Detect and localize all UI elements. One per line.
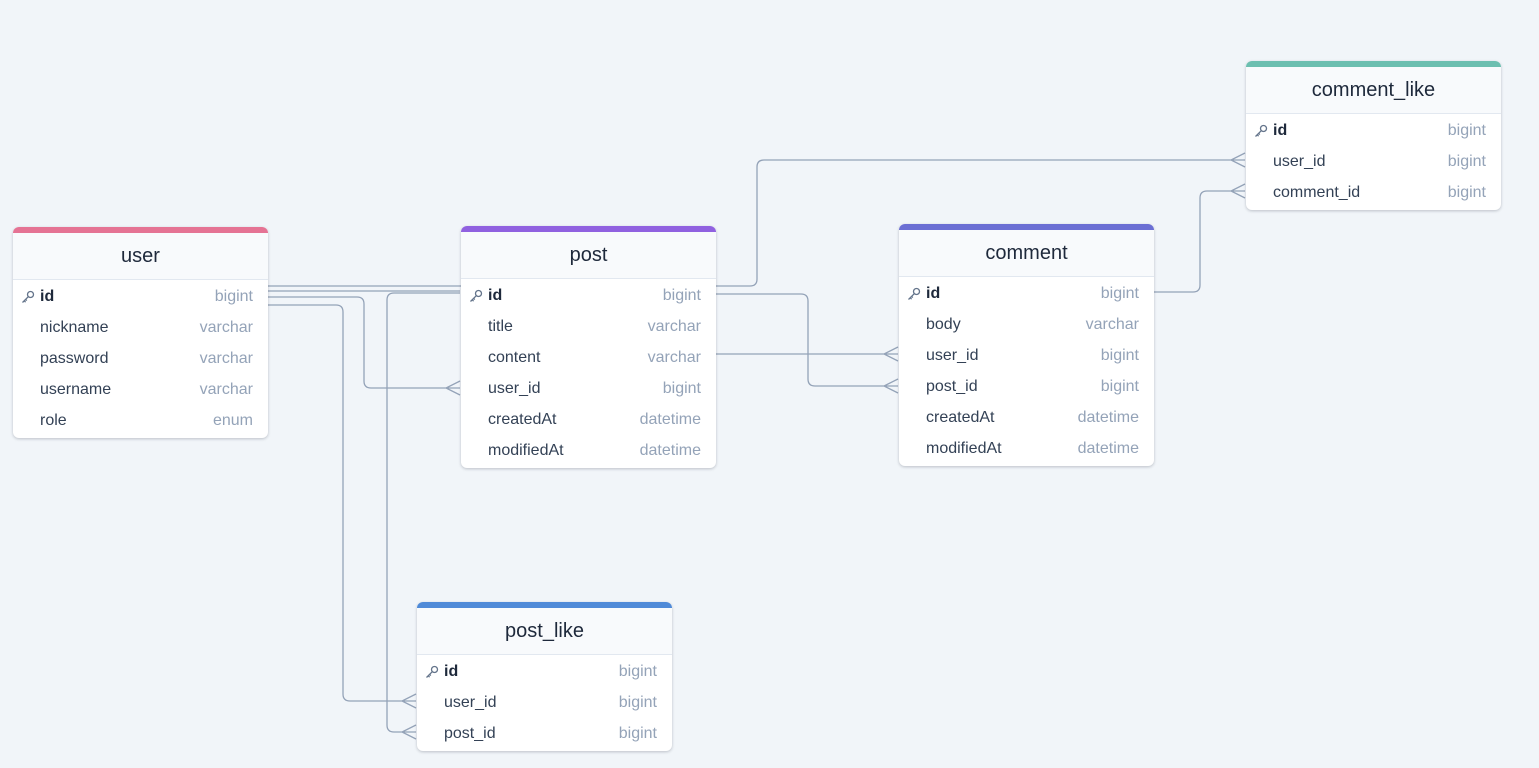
column-type: datetime — [1077, 440, 1139, 457]
column-name: modifiedAt — [926, 440, 1002, 457]
table-accent — [461, 226, 716, 232]
column-type: bigint — [214, 288, 253, 305]
column-row[interactable]: title varchar — [461, 311, 716, 342]
column-name: modifiedAt — [488, 442, 564, 459]
table-accent — [13, 227, 268, 233]
table-title[interactable]: comment — [899, 230, 1154, 277]
column-type: varchar — [1085, 316, 1139, 333]
column-type: varchar — [199, 350, 253, 367]
column-type: bigint — [1447, 184, 1486, 201]
key-icon — [1255, 124, 1268, 137]
relation-user-post-like[interactable] — [268, 304, 417, 709]
column-name: post_id — [444, 725, 496, 742]
column-row[interactable]: user_id bigint — [1246, 146, 1501, 177]
column-name: id — [926, 285, 941, 302]
column-row[interactable]: id bigint — [13, 281, 268, 312]
column-name: createdAt — [488, 411, 557, 428]
column-row[interactable]: user_id bigint — [417, 687, 672, 718]
key-icon — [908, 287, 921, 300]
column-type: datetime — [639, 411, 701, 428]
key-icon — [22, 290, 35, 303]
column-list: id bigint user_id bigint post_id bigint — [417, 655, 672, 751]
column-type: bigint — [1447, 153, 1486, 170]
column-type: bigint — [662, 380, 701, 397]
column-type: varchar — [647, 349, 701, 366]
column-list: id bigint user_id bigint comment_id bigi… — [1246, 114, 1501, 210]
column-row[interactable]: createdAt datetime — [899, 402, 1154, 433]
key-icon — [426, 665, 439, 678]
table-title[interactable]: comment_like — [1246, 67, 1501, 114]
table-user[interactable]: user id bigint nickname varchar password… — [13, 227, 268, 438]
column-row[interactable]: id bigint — [1246, 115, 1501, 146]
column-type: bigint — [618, 694, 657, 711]
table-comment[interactable]: comment id bigint body varchar user_id b… — [899, 224, 1154, 466]
column-name: createdAt — [926, 409, 995, 426]
column-type: varchar — [199, 319, 253, 336]
column-row[interactable]: id bigint — [461, 280, 716, 311]
column-row[interactable]: body varchar — [899, 309, 1154, 340]
table-accent — [417, 602, 672, 608]
table-comment-like[interactable]: comment_like id bigint user_id bigint co… — [1246, 61, 1501, 210]
column-type: enum — [212, 412, 253, 429]
column-name: id — [40, 288, 55, 305]
column-row[interactable]: content varchar — [461, 342, 716, 373]
column-name: id — [488, 287, 503, 304]
column-name: user_id — [488, 380, 541, 397]
table-post[interactable]: post id bigint title varchar content var… — [461, 226, 716, 468]
column-name: role — [40, 412, 67, 429]
column-list: id bigint title varchar content varchar … — [461, 279, 716, 468]
relation-user-post[interactable] — [268, 296, 461, 396]
column-row[interactable]: id bigint — [899, 278, 1154, 309]
table-accent — [899, 224, 1154, 230]
column-type: bigint — [618, 725, 657, 742]
column-name: user_id — [1273, 153, 1326, 170]
column-list: id bigint body varchar user_id bigint po… — [899, 277, 1154, 466]
column-type: datetime — [639, 442, 701, 459]
column-row[interactable]: user_id bigint — [461, 373, 716, 404]
column-name: user_id — [444, 694, 497, 711]
column-name: comment_id — [1273, 184, 1361, 201]
column-name: nickname — [40, 319, 109, 336]
column-name: user_id — [926, 347, 979, 364]
column-type: varchar — [647, 318, 701, 335]
column-name: post_id — [926, 378, 978, 395]
column-row[interactable]: createdAt datetime — [461, 404, 716, 435]
relation-comment-comment-like[interactable] — [1154, 183, 1246, 293]
column-row[interactable]: comment_id bigint — [1246, 177, 1501, 208]
column-type: bigint — [618, 663, 657, 680]
column-type: bigint — [662, 287, 701, 304]
column-row[interactable]: password varchar — [13, 343, 268, 374]
relation-post-comment[interactable] — [716, 293, 899, 394]
column-type: bigint — [1447, 122, 1486, 139]
column-name: body — [926, 316, 961, 333]
column-type: bigint — [1100, 285, 1139, 302]
column-row[interactable]: modifiedAt datetime — [899, 433, 1154, 464]
column-name: title — [488, 318, 513, 335]
table-post-like[interactable]: post_like id bigint user_id bigint post_… — [417, 602, 672, 751]
column-list: id bigint nickname varchar password varc… — [13, 280, 268, 438]
table-title[interactable]: post_like — [417, 608, 672, 655]
column-type: bigint — [1100, 347, 1139, 364]
column-name: username — [40, 381, 112, 398]
column-row[interactable]: user_id bigint — [899, 340, 1154, 371]
column-row[interactable]: id bigint — [417, 656, 672, 687]
column-name: id — [1273, 122, 1288, 139]
table-accent — [1246, 61, 1501, 67]
table-title[interactable]: post — [461, 232, 716, 279]
key-icon — [470, 289, 483, 302]
column-name: content — [488, 349, 541, 366]
column-row[interactable]: modifiedAt datetime — [461, 435, 716, 466]
column-type: datetime — [1077, 409, 1139, 426]
column-row[interactable]: post_id bigint — [899, 371, 1154, 402]
column-name: password — [40, 350, 109, 367]
column-type: varchar — [199, 381, 253, 398]
table-title[interactable]: user — [13, 233, 268, 280]
column-row[interactable]: nickname varchar — [13, 312, 268, 343]
column-row[interactable]: post_id bigint — [417, 718, 672, 749]
column-row[interactable]: username varchar — [13, 374, 268, 405]
column-row[interactable]: role enum — [13, 405, 268, 436]
column-type: bigint — [1100, 378, 1139, 395]
column-name: id — [444, 663, 459, 680]
